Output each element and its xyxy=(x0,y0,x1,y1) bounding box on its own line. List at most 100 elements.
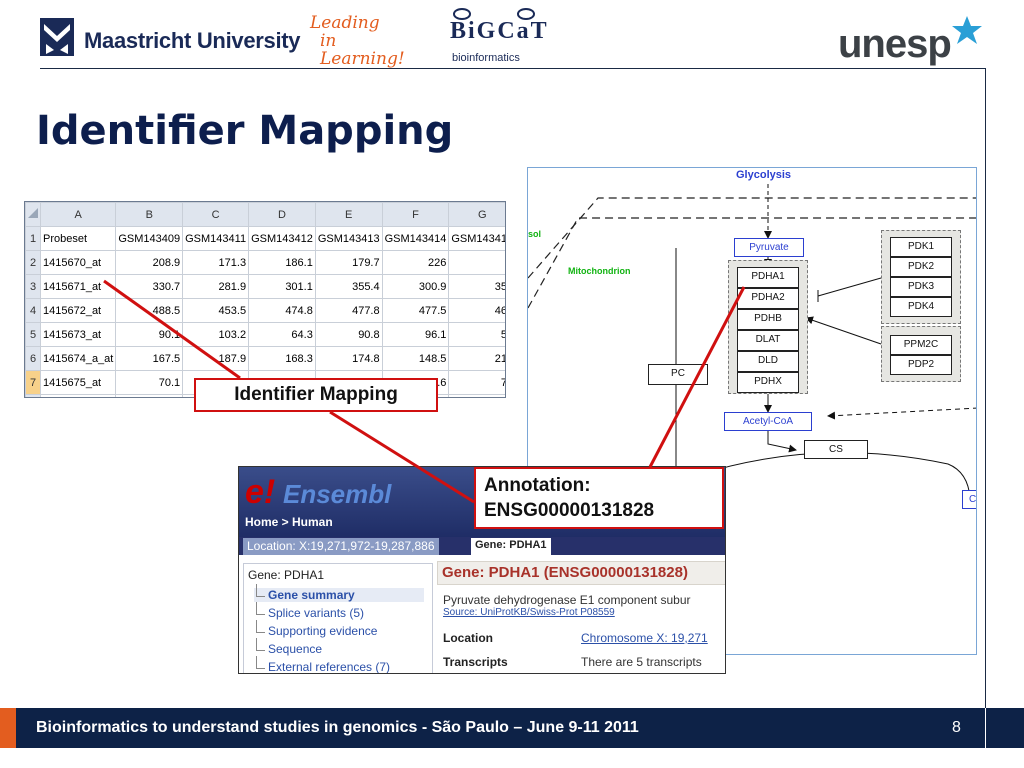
pathway-node-cs[interactable]: CS xyxy=(804,440,868,459)
ensembl-sidebar: Gene: PDHA1 Gene summary Splice variants… xyxy=(243,563,433,673)
unesp-star-icon xyxy=(950,14,984,46)
table-cell[interactable]: 301.1 xyxy=(248,274,316,299)
pathway-node-offscreen[interactable]: C xyxy=(962,490,976,509)
footer-accent xyxy=(0,708,16,748)
university-name: Maastricht University xyxy=(84,28,301,53)
table-cell[interactable]: 477.5 xyxy=(381,298,450,323)
gene-source-link[interactable]: Source: UniProtKB/Swiss-Prot P08559 xyxy=(443,607,615,618)
row-number[interactable]: 4 xyxy=(25,298,41,323)
table-cell[interactable]: 281.9 xyxy=(182,274,250,299)
pathway-node-gene[interactable]: DLD xyxy=(737,351,799,372)
slogan-line-1: Leading xyxy=(310,13,380,33)
transcripts-value: There are 5 transcripts xyxy=(581,655,702,669)
pathway-node-gene[interactable]: PDHB xyxy=(737,309,799,330)
table-cell[interactable]: 167.5 xyxy=(115,346,184,371)
column-header[interactable]: A xyxy=(39,202,117,227)
pathway-node-pc[interactable]: PC xyxy=(648,364,708,385)
column-header[interactable]: B xyxy=(115,202,184,227)
pdk-group: PDK1 PDK2 PDK3 PDK4 xyxy=(881,230,961,324)
table-cell[interactable]: 1415675_at xyxy=(39,370,117,395)
table-cell[interactable]: GSM143413 xyxy=(314,226,383,251)
corner-triangle-icon xyxy=(28,208,38,218)
university-slogan: Leading in Learning! xyxy=(310,13,410,68)
pathway-label-cytosol: sol xyxy=(528,229,542,239)
table-cell[interactable]: 70.1 xyxy=(115,370,184,395)
gene-title: Gene: PDHA1 (ENSG00000131828) xyxy=(437,561,725,585)
table-cell[interactable]: GSM143414 xyxy=(381,226,450,251)
maastricht-university-logo-icon xyxy=(40,18,74,56)
pathway-node-acetyl-coa[interactable]: Acetyl-CoA xyxy=(724,412,812,431)
table-cell[interactable]: 460 xyxy=(448,298,505,323)
table-cell[interactable]: 64.3 xyxy=(248,322,316,347)
tab-location[interactable]: Location: X:19,271,972-19,287,886 xyxy=(243,538,439,555)
sidebar-item-sequence[interactable]: Sequence xyxy=(254,638,322,656)
column-header[interactable]: E xyxy=(314,202,383,227)
footer-bar xyxy=(0,708,1024,748)
slogan-line-2: in Learning! xyxy=(320,31,405,69)
sidebar-title: Gene: PDHA1 xyxy=(248,568,325,582)
ensembl-logo-text[interactable]: Ensembl xyxy=(283,479,392,509)
table-cell[interactable]: 75 xyxy=(448,370,505,395)
sidebar-item-external-references[interactable]: External references (7) xyxy=(254,656,390,673)
table-cell[interactable]: GSM143409 xyxy=(115,226,184,251)
transcripts-label: Transcripts xyxy=(443,655,508,669)
ensembl-logo-icon[interactable]: e! xyxy=(245,473,275,512)
annotation-id: ENSG00000131828 xyxy=(484,500,655,521)
table-cell[interactable]: 1415676_a_at xyxy=(39,394,117,397)
table-cell[interactable]: 96.1 xyxy=(381,322,450,347)
table-cell[interactable]: 474.8 xyxy=(248,298,316,323)
breadcrumb[interactable]: Home > Human xyxy=(245,515,333,529)
location-label: Location xyxy=(443,631,493,645)
page-number: 8 xyxy=(952,719,961,736)
page-title: Identifier Mapping xyxy=(36,108,454,154)
table-cell[interactable]: 208.9 xyxy=(115,250,184,275)
ensembl-e-mark: e! xyxy=(245,473,276,511)
column-header[interactable]: C xyxy=(182,202,250,227)
table-cell[interactable]: 174.8 xyxy=(314,346,383,371)
gene-description: Pyruvate dehydrogenase E1 component subu… xyxy=(443,593,691,607)
sidebar-item-supporting-evidence[interactable]: Supporting evidence xyxy=(254,620,377,638)
table-cell[interactable]: 1238 xyxy=(448,394,505,397)
pathway-node-pyruvate[interactable]: Pyruvate xyxy=(734,238,804,257)
table-cell[interactable]: 1415672_at xyxy=(39,298,117,323)
table-cell[interactable]: 1415670_at xyxy=(39,250,117,275)
pathway-node-gene[interactable]: PDK2 xyxy=(890,257,952,277)
ensembl-main-panel: Gene: PDHA1 (ENSG00000131828) Pyruvate d… xyxy=(437,561,725,673)
table-cell[interactable]: GSM143411 xyxy=(182,226,250,251)
column-header[interactable]: G xyxy=(448,202,505,227)
bigcat-cat-icon xyxy=(453,8,535,20)
column-header-row: A B C D E F G xyxy=(25,202,505,227)
annotation-label: Annotation: xyxy=(484,475,591,496)
pathway-node-gene[interactable]: PDHA1 xyxy=(737,267,799,288)
pathway-node-gene[interactable]: PDK4 xyxy=(890,297,952,317)
sidebar-item-splice-variants[interactable]: Splice variants (5) xyxy=(254,602,364,620)
pathway-node-gene[interactable]: PDK1 xyxy=(890,237,952,257)
pathway-label-glycolysis: Glycolysis xyxy=(736,169,792,181)
pathway-node-gene[interactable]: PDK3 xyxy=(890,277,952,297)
identifier-mapping-callout: Identifier Mapping xyxy=(194,378,438,412)
row-number[interactable]: 7 xyxy=(25,370,41,395)
sidebar-item-gene-summary[interactable]: Gene summary xyxy=(254,584,424,602)
column-header[interactable]: D xyxy=(248,202,316,227)
pathway-node-gene[interactable]: DLAT xyxy=(737,330,799,351)
table-cell[interactable]: GSM143415 xyxy=(448,226,505,251)
row-number[interactable]: 1 xyxy=(25,226,41,251)
table-cell[interactable]: 300.9 xyxy=(381,274,450,299)
column-header[interactable]: F xyxy=(381,202,450,227)
footer-divider xyxy=(985,708,986,748)
header-divider xyxy=(40,68,986,69)
pathway-node-gene[interactable]: PDP2 xyxy=(890,355,952,375)
location-link[interactable]: Chromosome X: 19,271 xyxy=(581,631,708,645)
footer-text: Bioinformatics to understand studies in … xyxy=(36,719,639,736)
pathway-node-gene[interactable]: PDHX xyxy=(737,372,799,393)
pathway-label-mitochondrion: Mitochondrion xyxy=(568,266,631,276)
pdh-complex-group: PDHA1 PDHA2 PDHB DLAT DLD PDHX xyxy=(728,260,808,394)
table-cell[interactable]: 477.8 xyxy=(314,298,383,323)
unesp-logo-text: unesp xyxy=(838,22,952,66)
table-cell[interactable]: 1415673_at xyxy=(39,322,117,347)
tab-gene[interactable]: Gene: PDHA1 xyxy=(471,538,551,555)
pathway-node-gene[interactable]: PPM2C xyxy=(890,335,952,355)
